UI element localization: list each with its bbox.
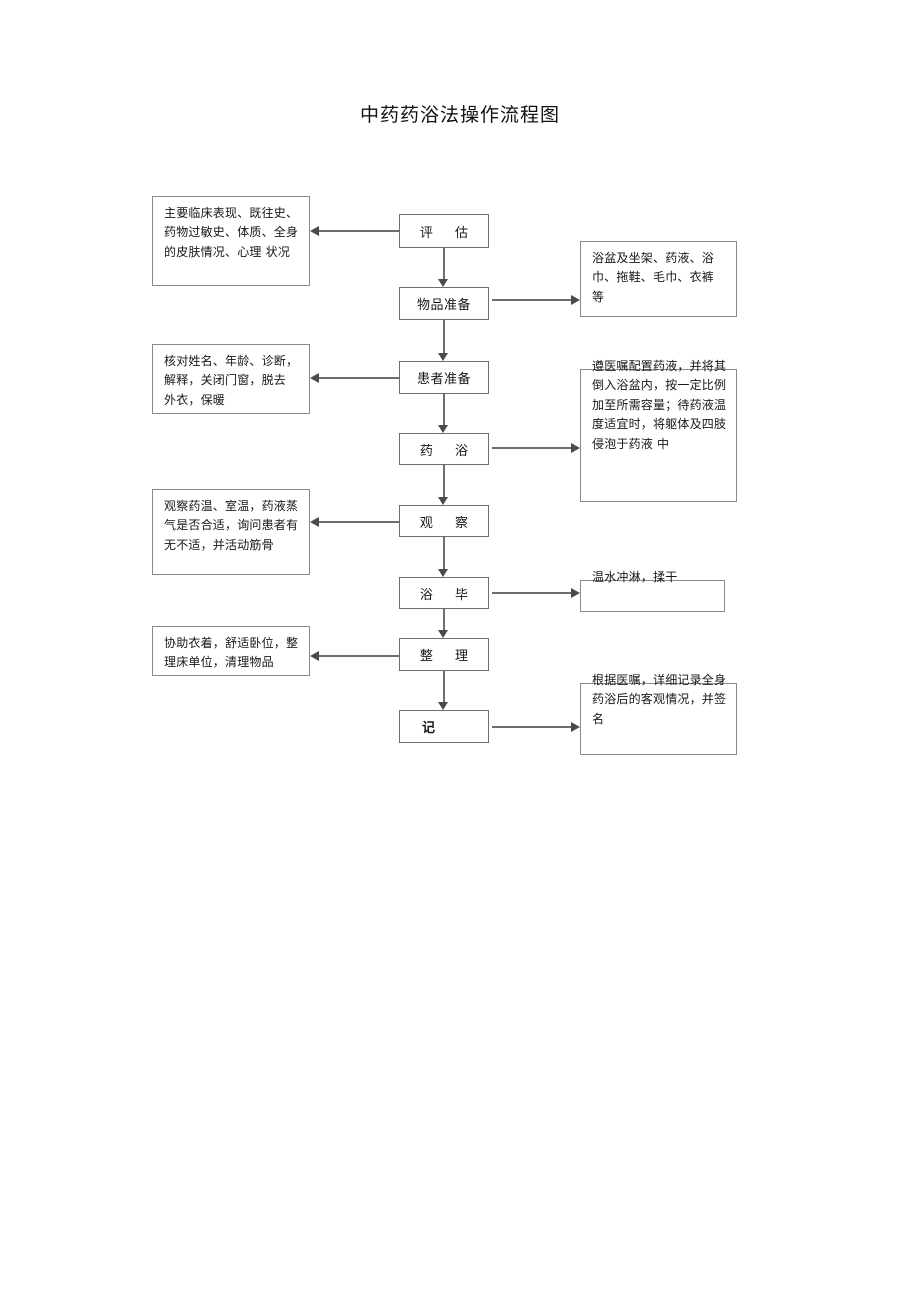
connector-bath-to-note [492,447,572,449]
connector-finished-to-note [492,592,572,594]
note-assess-text: 主要临床表现、既往史、药物过敏史、体质、全身的皮肤情况、心理 状况 [164,206,299,259]
node-observe-label: 观 察 [419,515,478,531]
connector-assess-to-item [443,248,445,279]
arrowhead-patient-to-note [310,373,319,383]
node-medicinal-bath-label: 药 浴 [419,443,478,459]
note-patient-preparation: 核对姓名、年龄、诊断，解释，关闭门窗，脱去 外衣，保暖 [152,344,310,414]
note-tidy-up: 协助衣着，舒适卧位，整理床单位，清理物品 [152,626,310,676]
node-assess[interactable]: 评 估 [399,214,489,248]
node-assess-label: 评 估 [419,225,478,241]
note-observe: 观察药温、室温，药液蒸气是否合适，询问患者有无不适，并活动筋骨 [152,489,310,575]
arrowhead-bath-to-observe [438,497,448,505]
node-tidy-up-label: 整 理 [419,649,478,664]
connector-item-to-patient [443,320,445,353]
note-medicinal-bath: 遵医嘱配置药液，并将其倒入浴盆内，按一定比例加至所需容量；待药液温度适宜时，将躯… [580,359,737,502]
note-item-preparation-text: 浴盆及坐架、药液、浴巾、拖鞋、毛巾、衣裤 等 [592,251,715,304]
connector-bath-to-observe [443,465,445,497]
note-assess: 主要临床表现、既往史、药物过敏史、体质、全身的皮肤情况、心理 状况 [152,196,310,286]
node-observe[interactable]: 观 察 [399,505,489,537]
arrowhead-record-to-note [571,722,580,732]
arrowhead-observe-to-note [310,517,319,527]
node-bath-finished[interactable]: 浴 毕 [399,577,489,609]
connector-tidy-to-note [318,655,399,657]
arrowhead-tidy-to-record [438,702,448,710]
connector-observe-to-finished [443,537,445,569]
connector-record-to-note [492,726,572,728]
arrowhead-bath-to-note [571,443,580,453]
arrowhead-finished-to-tidy [438,630,448,638]
arrowhead-patient-to-bath [438,425,448,433]
note-record-text: 根据医嘱，详细记录全身药浴后的客观情况，并签名 [592,673,727,726]
node-item-preparation[interactable]: 物品准备 [399,287,489,320]
connector-patient-to-bath [443,394,445,425]
connector-assess-to-note [318,230,399,232]
note-tidy-up-text: 协助衣着，舒适卧位，整理床单位，清理物品 [164,636,299,670]
node-patient-preparation-label: 患者准备 [416,372,471,387]
node-record[interactable]: 记 [399,710,489,743]
note-record: 根据医嘱，详细记录全身药浴后的客观情况，并签名 [580,673,737,755]
connector-finished-to-tidy [443,609,445,630]
node-bath-finished-label: 浴 毕 [419,587,478,603]
arrowhead-observe-to-finished [438,569,448,577]
arrowhead-item-to-patient [438,353,448,361]
arrowhead-assess-to-item [438,279,448,287]
arrowhead-assess-to-note [310,226,319,236]
arrowhead-item-to-note [571,295,580,305]
note-item-preparation: 浴盆及坐架、药液、浴巾、拖鞋、毛巾、衣裤 等 [580,241,737,317]
note-patient-preparation-text: 核对姓名、年龄、诊断，解释，关闭门窗，脱去 外衣，保暖 [164,354,299,407]
note-bath-finished-text: 温水冲淋，揉干 [592,570,678,584]
connector-observe-to-note [318,521,399,523]
arrowhead-tidy-to-note [310,651,319,661]
connector-patient-to-note [318,377,399,379]
node-patient-preparation[interactable]: 患者准备 [399,361,489,394]
connector-tidy-to-record [443,671,445,702]
arrowhead-finished-to-note [571,588,580,598]
node-record-label: 记 [422,721,436,736]
note-bath-finished: 温水冲淋，揉干 [580,570,725,612]
note-observe-text: 观察药温、室温，药液蒸气是否合适，询问患者有无不适，并活动筋骨 [164,499,299,552]
note-medicinal-bath-text: 遵医嘱配置药液，并将其倒入浴盆内，按一定比例加至所需容量；待药液温度适宜时，将躯… [592,359,727,451]
node-item-preparation-label: 物品准备 [416,298,471,313]
node-medicinal-bath[interactable]: 药 浴 [399,433,489,465]
page-title: 中药药浴法操作流程图 [359,104,560,126]
connector-item-to-note [492,299,572,301]
node-tidy-up[interactable]: 整 理 [399,638,489,671]
